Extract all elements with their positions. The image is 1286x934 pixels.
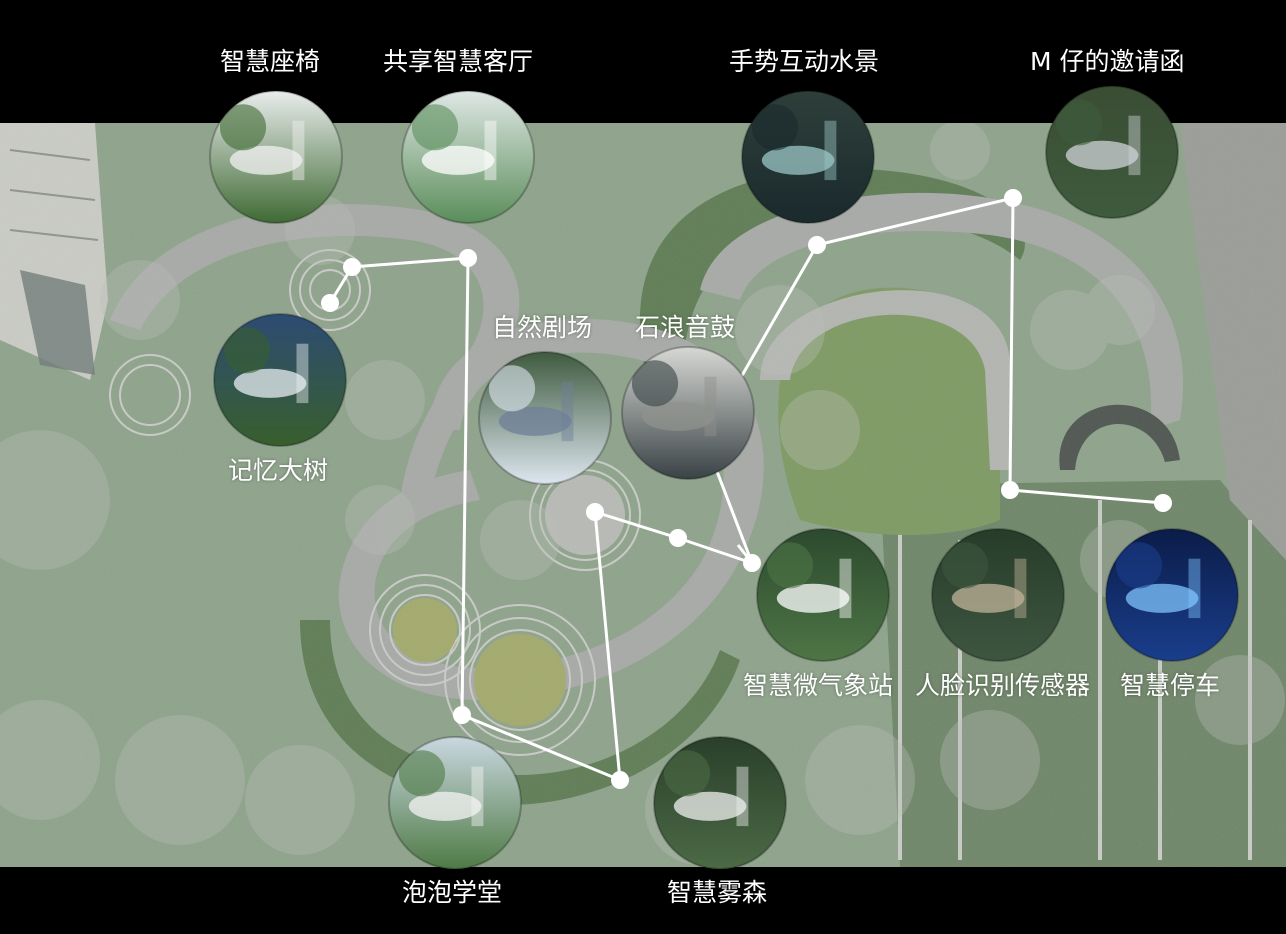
photo-frame [931, 528, 1065, 662]
label-natural-theater: 自然剧场 [492, 313, 593, 342]
route-node [586, 503, 604, 521]
label-m-invitation: M 仔的邀请函 [1030, 47, 1185, 76]
route-node [808, 236, 826, 254]
label-shared-smart-lounge: 共享智慧客厅 [383, 47, 534, 76]
route-node [1004, 189, 1022, 207]
route-node [459, 249, 477, 267]
label-smart-weather-station: 智慧微气象站 [743, 671, 894, 700]
photo-m-invitation [1046, 86, 1178, 218]
photo-frame [621, 346, 755, 480]
photo-frame [741, 90, 875, 224]
photo-frame [401, 90, 535, 224]
photo-frame [1045, 85, 1179, 219]
label-bubble-school: 泡泡学堂 [402, 878, 503, 907]
route-node [743, 554, 761, 572]
photo-frame [388, 736, 522, 870]
label-smart-mist-forest: 智慧雾森 [667, 878, 768, 907]
photo-memory-tree [214, 314, 346, 446]
photo-frame [478, 351, 612, 485]
route-node [611, 771, 629, 789]
label-face-recognition-sensor: 人脸识别传感器 [915, 671, 1091, 700]
photo-smart-parking [1106, 529, 1238, 661]
photo-shared-smart-lounge [402, 91, 534, 223]
photo-stone-wave-drum [622, 347, 754, 479]
route-node [321, 294, 339, 312]
route-node [1154, 494, 1172, 512]
photo-frame [213, 313, 347, 447]
photo-frame [653, 736, 787, 870]
label-memory-tree: 记忆大树 [228, 456, 329, 485]
route-node [669, 529, 687, 547]
photo-frame [756, 528, 890, 662]
photo-smart-bench [210, 91, 342, 223]
photo-smart-weather-station [757, 529, 889, 661]
photo-bubble-school [389, 737, 521, 869]
photo-frame [1105, 528, 1239, 662]
photo-natural-theater [479, 352, 611, 484]
route-node [453, 706, 471, 724]
route-node [1001, 481, 1019, 499]
map-texture [0, 123, 1286, 867]
label-stone-wave-drum: 石浪音鼓 [635, 313, 736, 342]
photo-face-recognition-sensor [932, 529, 1064, 661]
photo-frame [209, 90, 343, 224]
label-smart-parking: 智慧停车 [1120, 671, 1221, 700]
label-smart-bench: 智慧座椅 [220, 47, 321, 76]
label-gesture-water-feature: 手势互动水景 [729, 47, 880, 76]
photo-smart-mist-forest [654, 737, 786, 869]
photo-gesture-water-feature [742, 91, 874, 223]
route-node [343, 258, 361, 276]
